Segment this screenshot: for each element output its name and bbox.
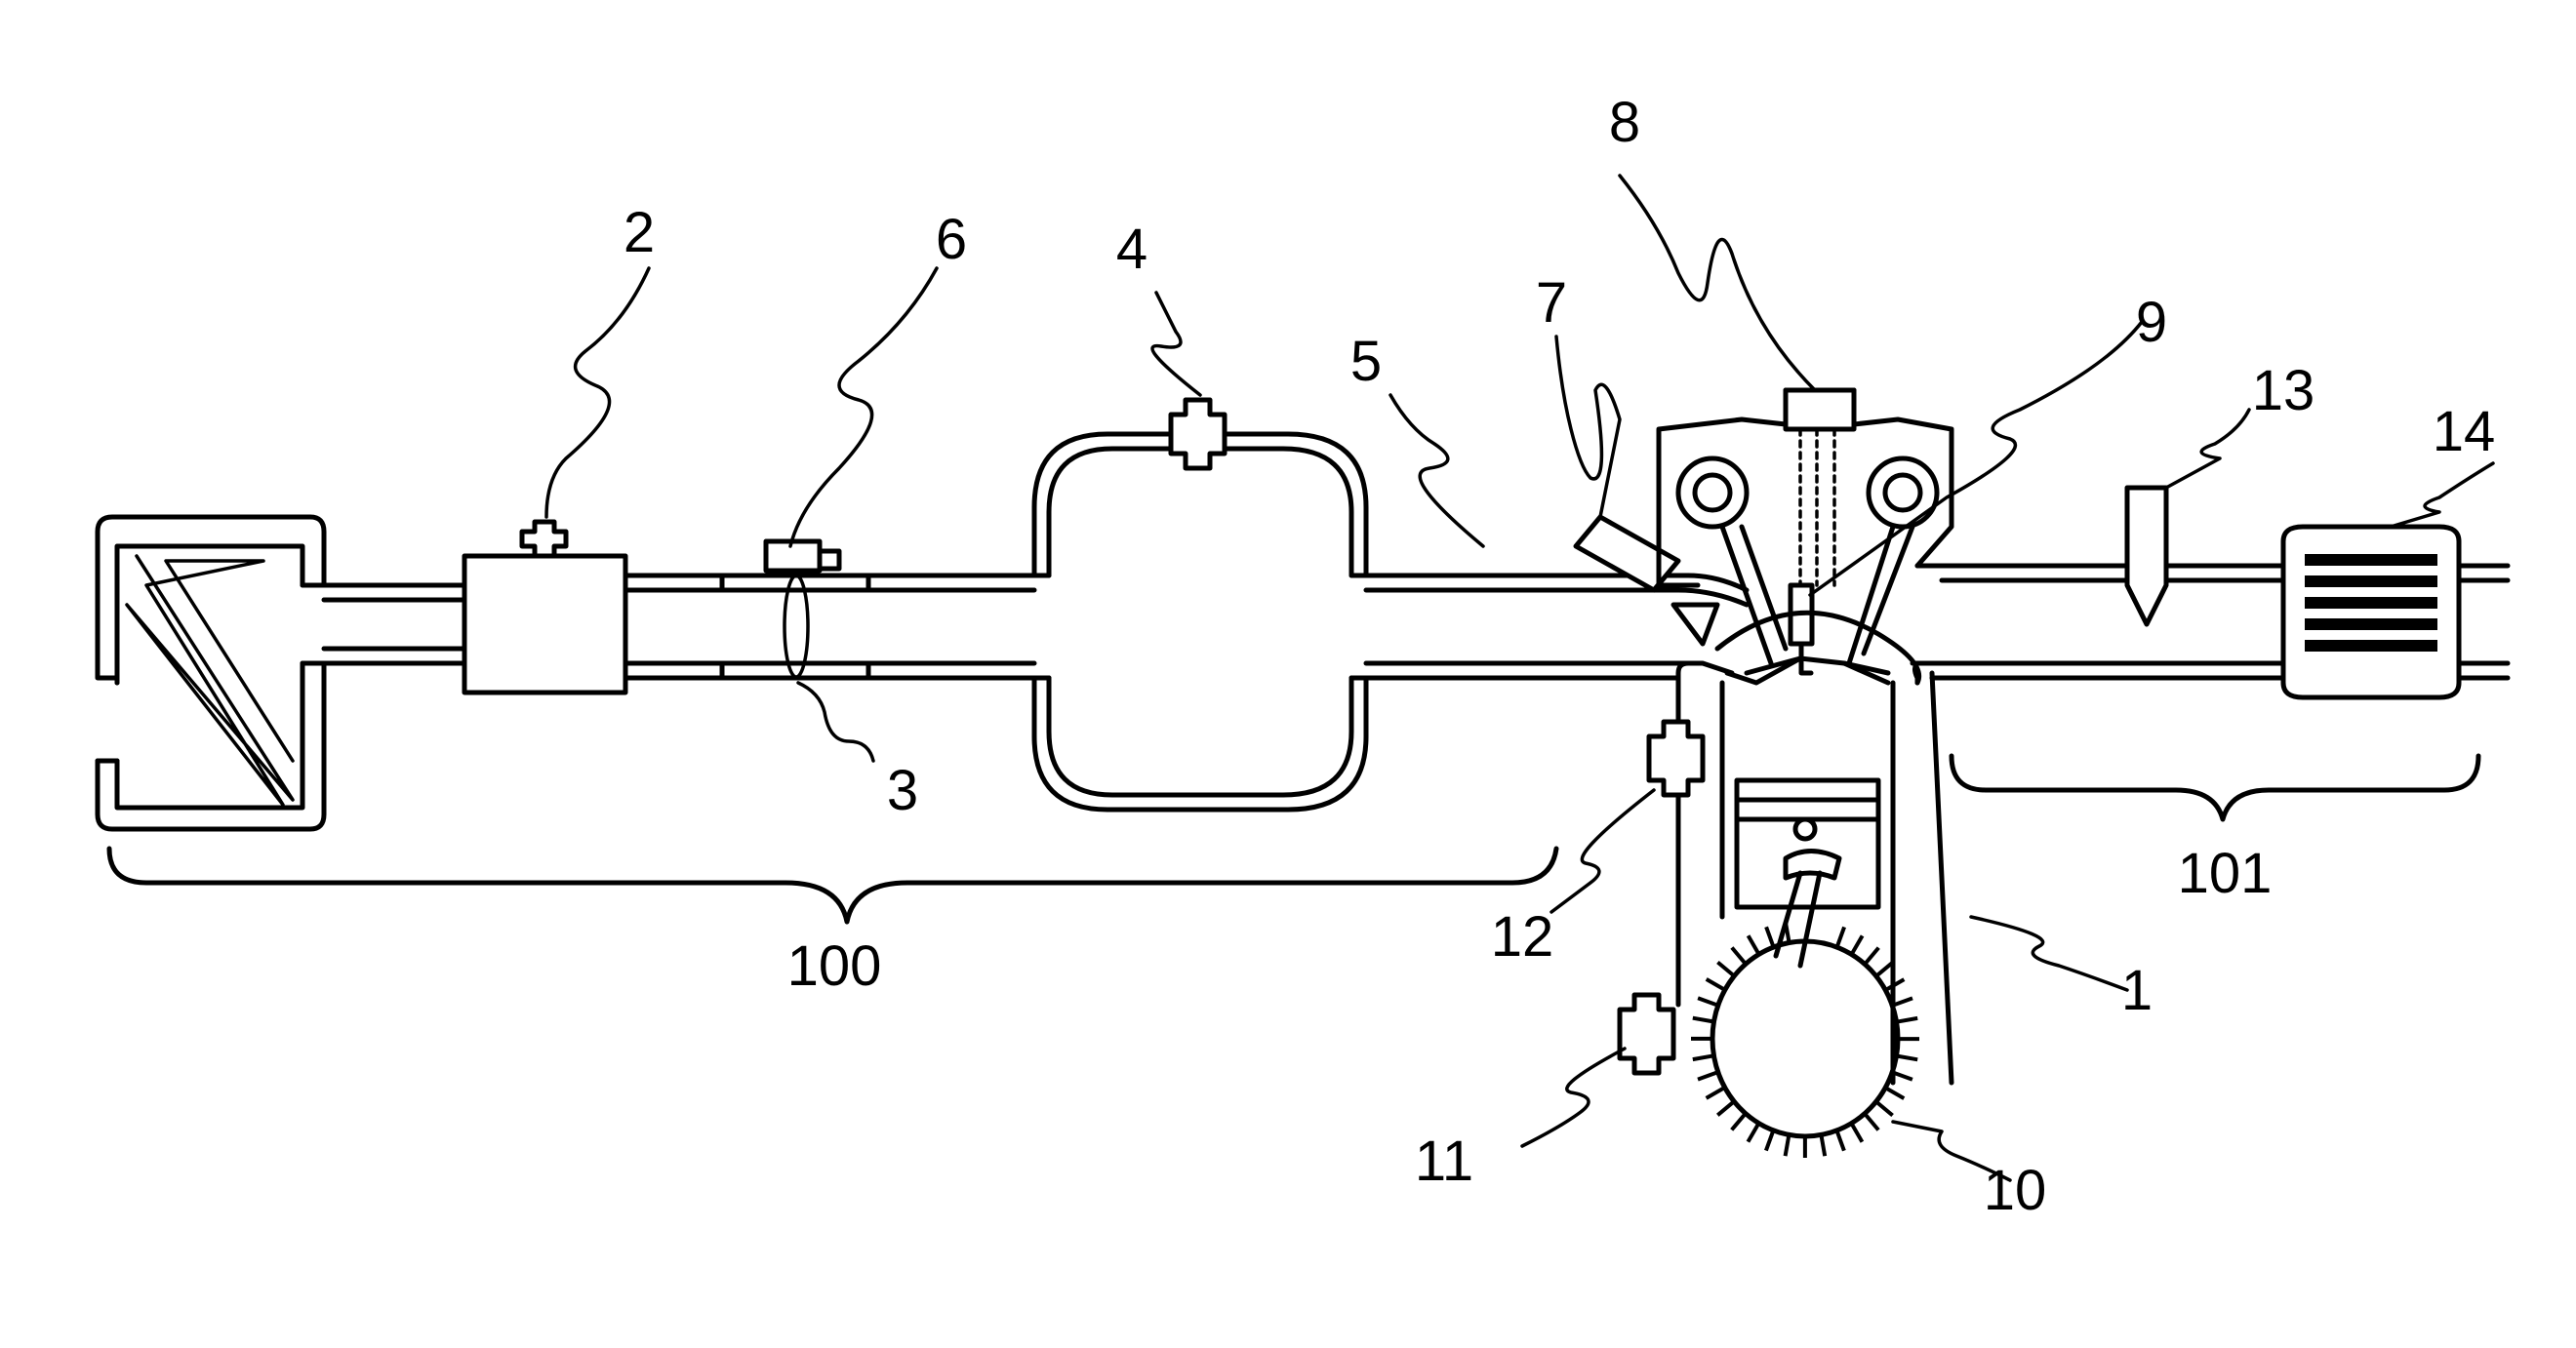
rotor-tooth: [1693, 1018, 1714, 1022]
rotor-tooth: [1865, 1114, 1878, 1130]
o2-sensor: [2127, 488, 2166, 624]
reference-numerals: 2 6 3 4 5 7 8 9 13 14 100 101 12 1 11 10: [624, 91, 2495, 1222]
rotor-tooth: [1897, 1056, 1918, 1060]
sensors-left: [1620, 663, 1703, 1073]
intake-pipe-2: [625, 575, 722, 678]
label-9: 9: [2136, 291, 2167, 354]
label-5: 5: [1350, 330, 1382, 393]
air-cleaner: [98, 517, 324, 829]
air-flow-meter: [464, 522, 625, 693]
rotor-tooth: [1766, 927, 1774, 947]
rotor-tooth: [1786, 922, 1790, 943]
crank-angle-sensor: [1620, 995, 1673, 1073]
label-4: 4: [1116, 218, 1147, 281]
rotor-tooth: [1821, 1135, 1825, 1157]
rotor-tooth: [1732, 1114, 1746, 1130]
label-101: 101: [2178, 842, 2273, 905]
rotor-tooth: [1836, 1130, 1844, 1151]
rotor-tooth: [1693, 1055, 1714, 1059]
label-100: 100: [787, 934, 882, 998]
rotor-tooth: [1698, 1072, 1718, 1080]
label-2: 2: [624, 201, 655, 264]
rotor-tooth: [1897, 1018, 1918, 1022]
rotor-tooth: [1851, 1124, 1862, 1142]
rotor-tooth: [1732, 948, 1746, 965]
rotor-tooth: [1717, 1101, 1734, 1115]
label-13: 13: [2252, 359, 2315, 422]
rotor-tooth: [1876, 963, 1893, 976]
rotor-tooth: [1717, 963, 1734, 976]
label-12: 12: [1491, 905, 1554, 969]
filter-element: [127, 556, 293, 805]
rotor-tooth: [1749, 935, 1759, 954]
rotor-tooth: [1707, 1088, 1725, 1098]
intake-pipe-3: [868, 575, 1034, 678]
label-1: 1: [2121, 959, 2153, 1022]
brace-101: [1952, 756, 2478, 819]
rotor-tooth: [1748, 1124, 1758, 1142]
cam-angle-sensor: [1649, 722, 1703, 795]
label-11: 11: [1415, 1130, 1473, 1193]
fuel-injector: [1576, 517, 1717, 644]
rotor-teeth: [1691, 922, 1919, 1158]
throttle-body: [722, 541, 868, 678]
intake-pressure-sensor: [1171, 400, 1225, 468]
rotor-tooth: [1852, 935, 1863, 954]
rotor-tooth: [1786, 1135, 1790, 1157]
label-8: 8: [1609, 91, 1640, 154]
label-6: 6: [936, 208, 967, 271]
surge-tank: [1034, 400, 1366, 810]
intake-pipe: [302, 585, 464, 663]
crank-rotor: [1691, 922, 1919, 1158]
rotor-tooth: [1876, 1101, 1893, 1115]
label-3: 3: [887, 759, 918, 822]
braces: [109, 756, 2478, 922]
rotor-tooth: [1865, 948, 1878, 965]
throttle-sensor: [766, 541, 820, 571]
label-10: 10: [1984, 1159, 2047, 1222]
rotor-tooth: [1885, 1088, 1904, 1098]
label-7: 7: [1536, 271, 1567, 335]
label-14: 14: [2433, 400, 2496, 463]
rotor-tooth: [1766, 1130, 1774, 1151]
rotor-tooth: [1707, 979, 1725, 990]
rotor-tooth: [1837, 927, 1845, 947]
rotor-tooth: [1698, 998, 1718, 1005]
ignition-coil: [1786, 390, 1854, 429]
brace-100: [109, 849, 1556, 922]
